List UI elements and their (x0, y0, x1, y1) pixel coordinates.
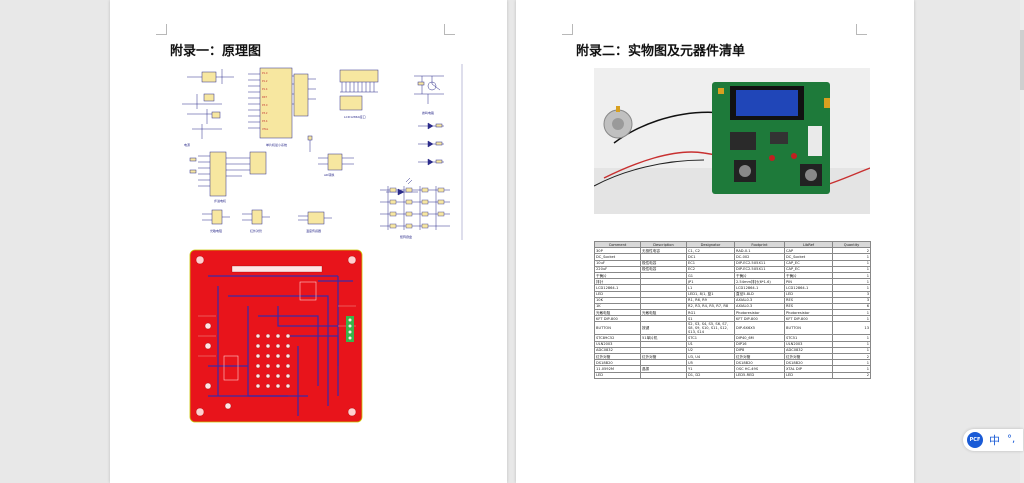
svg-text:P1.0: P1.0 (262, 71, 268, 75)
margin-corner-mark (856, 24, 867, 35)
label-motor: 步进电机 (214, 198, 226, 203)
table-cell (640, 371, 687, 379)
pcb-drawing (189, 249, 363, 423)
vertical-scrollbar[interactable] (1020, 0, 1024, 483)
bom-table: Comment Description Designator Footprint… (594, 240, 871, 379)
product-photo-drawing (594, 68, 870, 214)
svg-text:RST: RST (262, 95, 267, 99)
label-buzzer: 蜂鸣电路 (422, 110, 434, 115)
table-header-row: Comment Description Designator Footprint… (594, 240, 871, 249)
svg-text:XTAL: XTAL (262, 127, 269, 131)
table-cell: LED (784, 371, 833, 379)
scrollbar-thumb[interactable] (1020, 30, 1024, 90)
svg-text:P3.2: P3.2 (262, 111, 268, 115)
pcb-layout-image (188, 246, 364, 424)
table-cell: 1 (832, 315, 871, 323)
ime-language-toggle[interactable]: 中 (989, 434, 1000, 447)
table-cell: D1, D2 (686, 371, 735, 379)
margin-corner-mark (444, 24, 455, 35)
table-cell: 13 (832, 321, 871, 336)
table-cell: 2 (832, 371, 871, 379)
table-cell: LED (594, 371, 641, 379)
ime-logo-icon[interactable]: PCF (967, 432, 983, 448)
label-sensor1: 光敏电阻 (210, 228, 222, 233)
appendix-two-heading: 附录二：实物图及元器件清单 (576, 44, 746, 59)
table-cell: LED5-RED (734, 371, 785, 379)
label-mcu: 单片机最小系统 (266, 142, 287, 147)
ime-punctuation-icon[interactable]: °, (1007, 434, 1016, 445)
svg-text:P1.2: P1.2 (262, 79, 268, 83)
svg-text:P3.0: P3.0 (262, 103, 268, 107)
table-cell: DIP-6X6X5 (734, 321, 785, 336)
table-cell: BUTTON (784, 321, 833, 336)
label-sensor2: 红外对管 (250, 228, 262, 233)
label-temp: 温度传感器 (306, 228, 321, 233)
product-photo (594, 68, 870, 214)
table-cell: S2, S3, S4, S5, S6, S7, S8, S9, S10, S11… (686, 321, 735, 336)
margin-corner-mark (562, 24, 573, 35)
label-adc: AD转换 (324, 172, 334, 177)
ime-toolbar[interactable]: PCF 中 °, (963, 429, 1023, 451)
svg-text:P1.4: P1.4 (262, 87, 268, 91)
svg-text:P3.4: P3.4 (262, 119, 268, 123)
appendix-one-heading: 附录一：原理图 (170, 44, 262, 59)
label-keys: 矩阵键盘 (400, 234, 412, 239)
margin-corner-mark (156, 24, 167, 35)
document-page-right: 附录二：实物图及元器件清单 (516, 0, 914, 483)
table-cell: BUTTON (594, 321, 641, 336)
label-lcd: LCD12864接口 (344, 114, 366, 119)
table-cell: 按键 (640, 321, 687, 336)
label-power: 电源 (184, 142, 190, 147)
